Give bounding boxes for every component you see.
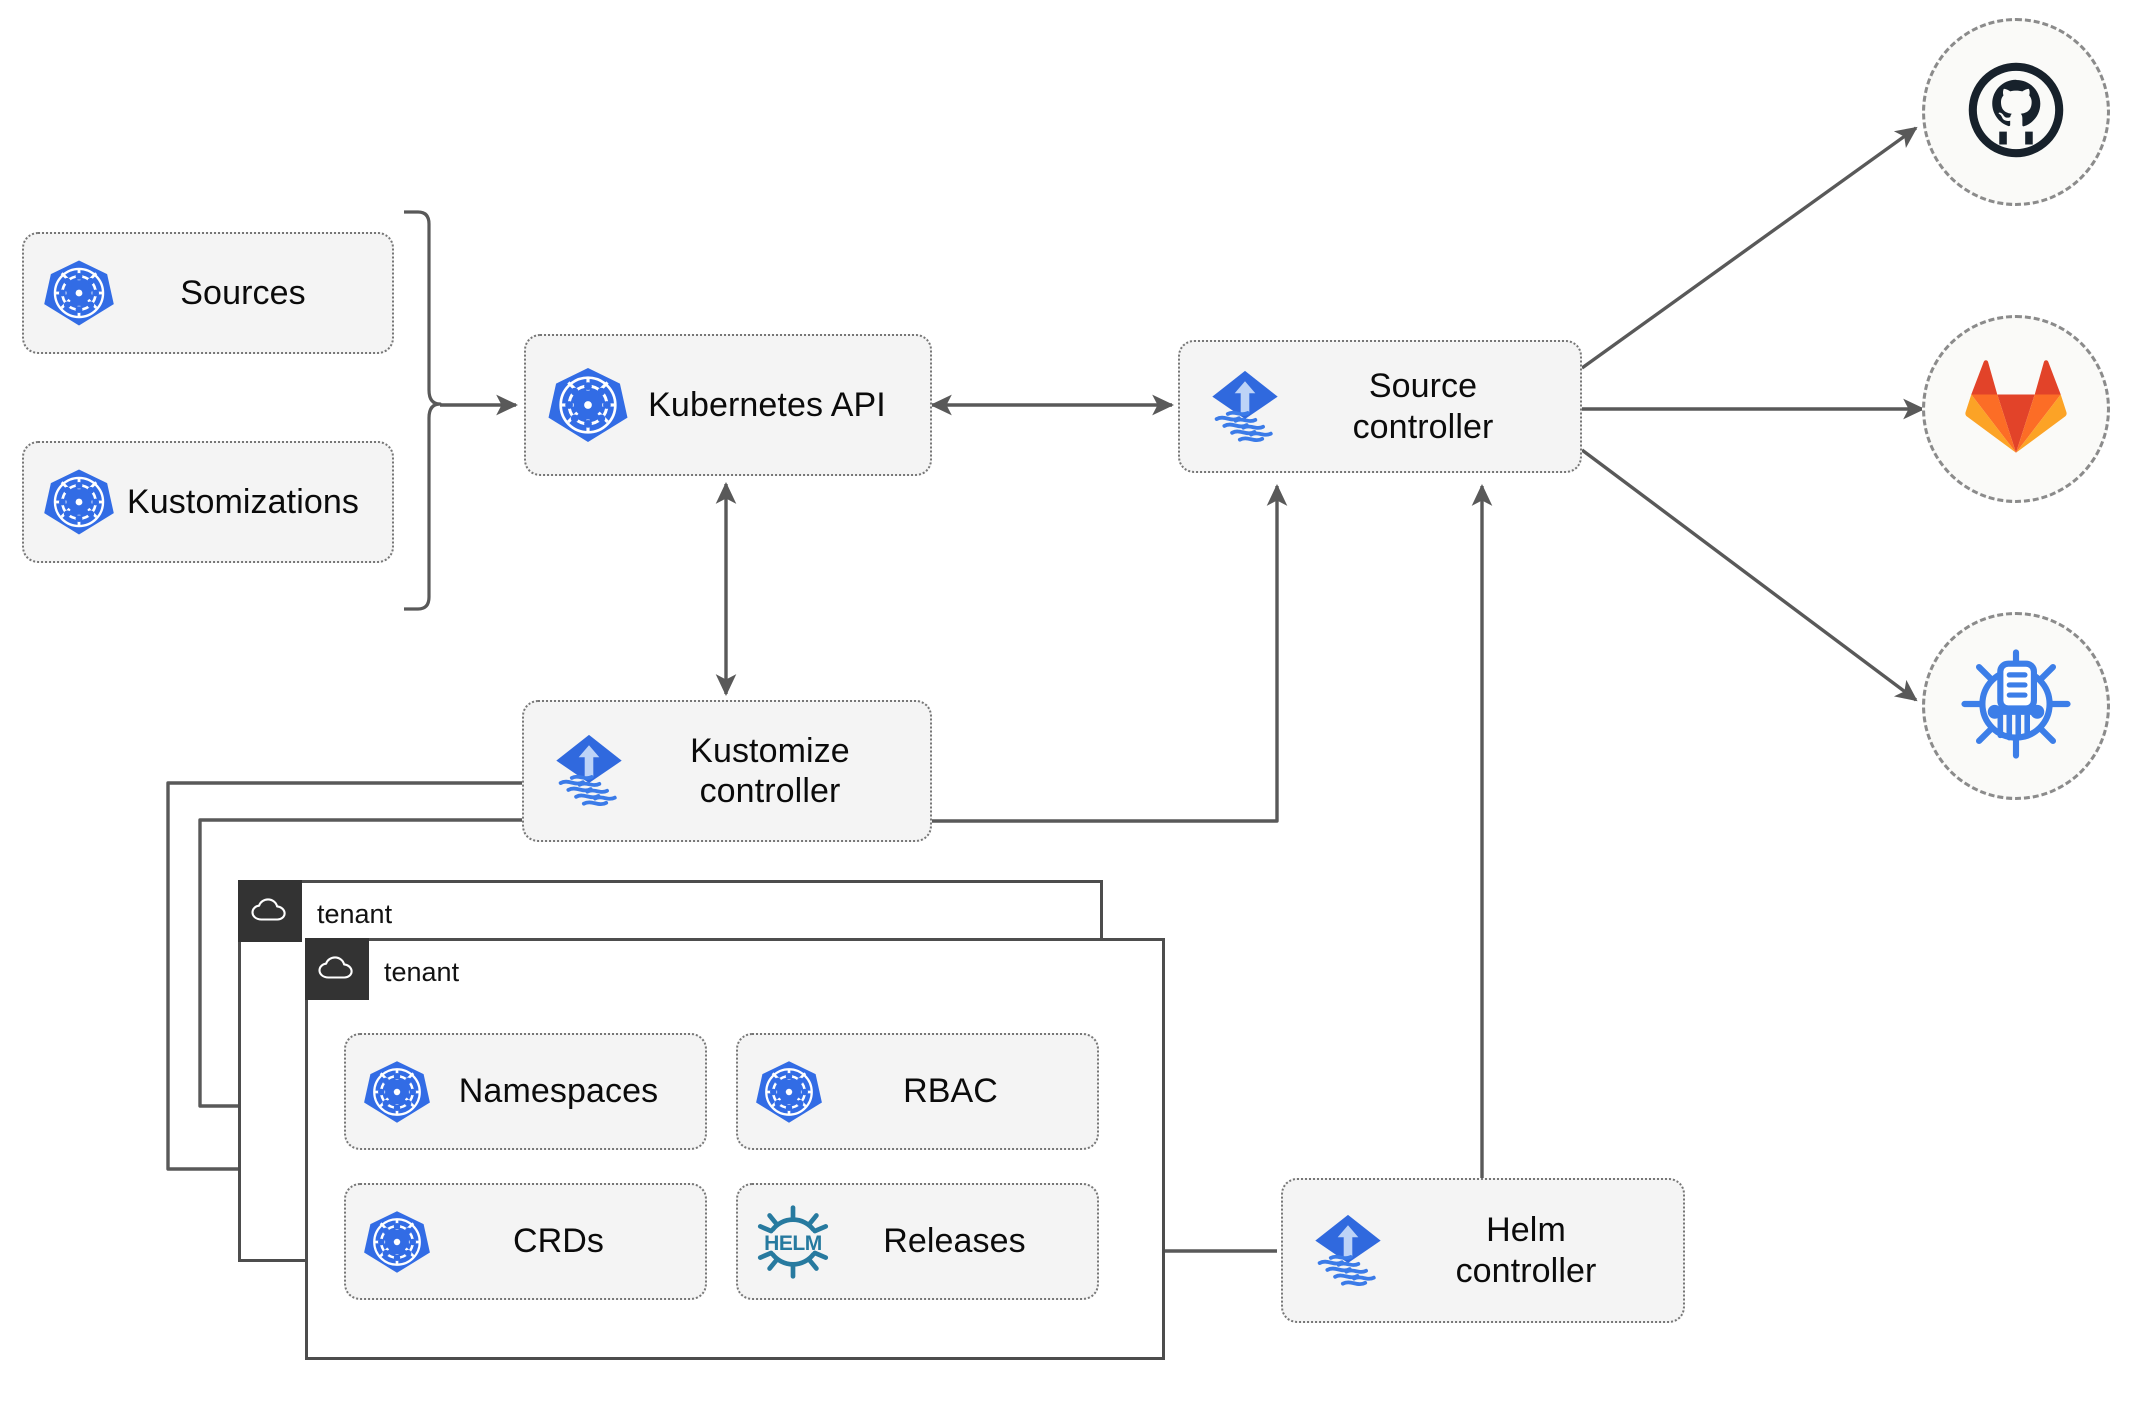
node-label: Helm controller xyxy=(1455,1211,1597,1290)
node-rbac[interactable]: RBAC xyxy=(736,1033,1099,1150)
kubernetes-icon xyxy=(754,1057,824,1127)
flux-icon xyxy=(1202,364,1288,450)
node-label: Sources xyxy=(180,273,306,312)
gitlab-icon xyxy=(1964,357,2068,462)
node-releases[interactable]: HELM Releases xyxy=(736,1183,1099,1300)
svg-text:HELM: HELM xyxy=(764,1231,822,1254)
node-namespaces[interactable]: Namespaces xyxy=(344,1033,707,1150)
node-kustomizations[interactable]: Kustomizations xyxy=(22,441,394,563)
node-source-controller[interactable]: Source controller xyxy=(1178,340,1582,473)
node-label: CRDs xyxy=(512,1222,605,1261)
node-kustomize-controller[interactable]: Kustomize controller xyxy=(522,700,932,842)
node-label: Kustomizations xyxy=(127,482,359,521)
cloud-icon xyxy=(238,880,302,942)
provider-bucket[interactable] xyxy=(1922,612,2110,800)
flux-icon xyxy=(1305,1208,1391,1294)
github-icon xyxy=(1962,56,2070,169)
node-label: Source controller xyxy=(1352,367,1494,446)
provider-gitlab[interactable] xyxy=(1922,315,2110,503)
tenant-label: tenant xyxy=(384,956,460,987)
node-label: Releases xyxy=(883,1222,1026,1261)
node-sources[interactable]: Sources xyxy=(22,232,394,354)
tenant-label: tenant xyxy=(317,898,393,929)
node-label: RBAC xyxy=(903,1072,998,1111)
flux-icon xyxy=(546,728,632,814)
kubernetes-icon xyxy=(42,256,116,330)
kubernetes-icon xyxy=(362,1207,432,1277)
cloud-icon xyxy=(305,938,369,1000)
node-crds[interactable]: CRDs xyxy=(344,1183,707,1300)
provider-github[interactable] xyxy=(1922,18,2110,206)
node-label: Namespaces xyxy=(458,1072,659,1111)
node-helm-controller[interactable]: Helm controller xyxy=(1281,1178,1685,1323)
helm-icon: HELM xyxy=(754,1203,832,1281)
node-label: Kustomize controller xyxy=(690,731,850,810)
node-kubernetes-api[interactable]: Kubernetes API xyxy=(524,334,932,476)
kubernetes-icon xyxy=(42,465,116,539)
node-label: Kubernetes API xyxy=(648,385,886,424)
kubernetes-icon xyxy=(546,363,630,447)
bucket-icon xyxy=(1960,648,2072,765)
kubernetes-icon xyxy=(362,1057,432,1127)
